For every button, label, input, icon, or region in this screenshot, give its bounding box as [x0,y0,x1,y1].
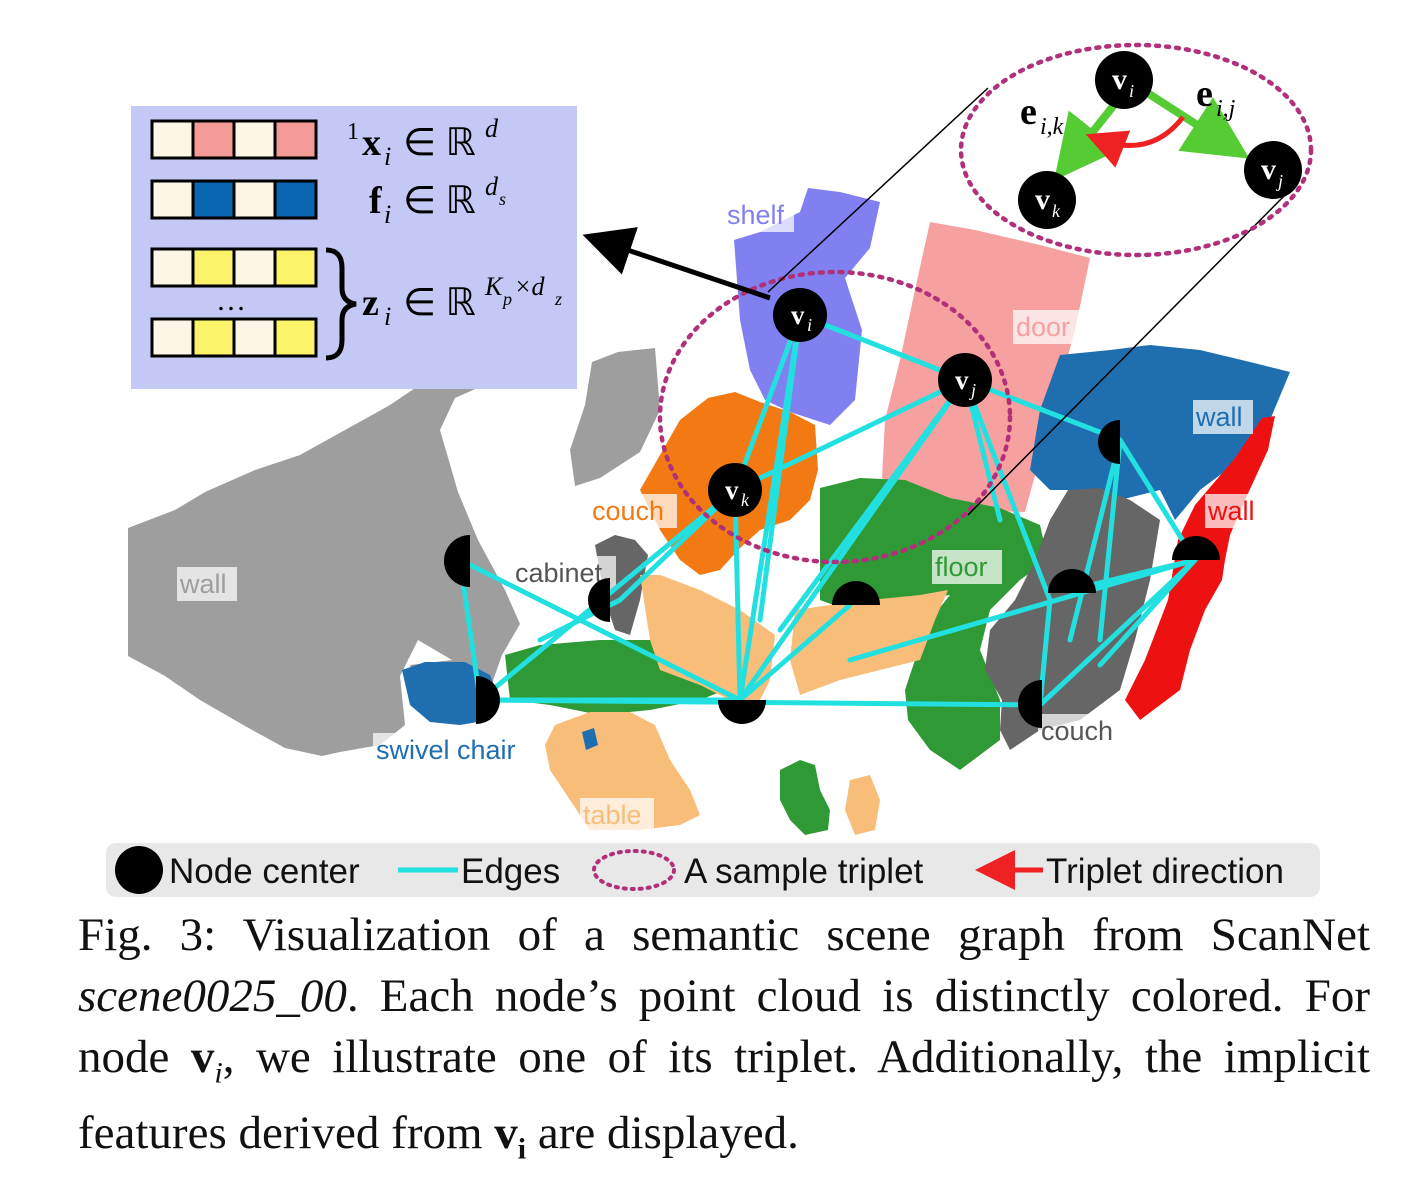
node-center-couch-bottom [1018,680,1042,728]
node-center-swivel-chair [476,676,500,724]
legend-node-center: Node center [169,852,360,891]
floor-bottom-region [780,760,830,835]
node-centers [444,420,1220,728]
node-vj: v j [938,353,992,407]
table-right-region [790,590,948,695]
svg-text:v: v [1112,63,1127,96]
region-labels: shelf door wall wall couch cabinet floor… [177,198,1265,832]
edge-label-ik: e i,k [1020,91,1064,140]
label-couch-gray: couch [1041,716,1113,746]
features-panel: … 1 x i ∈ ℝ d f i ∈ ℝ d s z i ∈ ℝ K p ×d… [131,106,577,389]
svg-text:j: j [1276,171,1283,191]
label-wall-red: wall [1207,496,1255,526]
swivel-chair-small-region [582,728,598,750]
legend-node-icon [115,846,163,894]
svg-text:v: v [725,475,739,505]
f-feature-label: f i ∈ ℝ d s [369,172,506,229]
label-wall-blue: wall [1195,402,1243,432]
svg-text:j: j [969,380,976,400]
scene-graph-figure: shelf door wall wall couch cabinet floor… [106,42,1320,897]
rows-ellipsis: … [216,284,246,317]
label-couch-orange: couch [592,496,664,526]
label-cabinet: cabinet [515,558,603,588]
brace [325,247,357,361]
node-center-table [718,700,766,724]
gray-wall-region [128,318,552,756]
label-door: door [1016,312,1070,342]
node-vk: v k [708,463,762,517]
node-vi: v i [773,288,827,342]
x-feature-label: 1 x i ∈ ℝ d [347,114,499,171]
label-swivel-chair: swivel chair [376,735,516,765]
red-wall-region [1125,416,1275,720]
legend-triplet-icon [592,849,676,891]
figure-caption: Fig. 3: Visualization of a semantic scen… [78,909,1371,1166]
edge-label-ij: e i,j [1196,73,1236,122]
svg-text:k: k [741,490,750,510]
blue-wall-region [1030,345,1290,520]
zoom-line-right [967,189,1291,516]
node-center-floor [832,581,880,605]
z-feature-label: z i ∈ ℝ K p ×d z [362,272,562,331]
svg-text:v: v [1035,183,1050,216]
node-center-cabinet [588,578,610,622]
legend-triplet-direction: Triplet direction [1046,852,1284,891]
legend-sample-triplet: A sample triplet [684,852,924,891]
node-center-gray-wall [444,535,470,587]
feature-arrow [582,227,771,301]
svg-text:v: v [1261,153,1276,186]
svg-text:k: k [1052,201,1061,221]
label-wall-gray: wall [179,569,227,599]
node-center-couch-gray [1048,569,1096,593]
node-center-red-wall [1172,536,1220,560]
svg-text:v: v [955,365,969,395]
legend-edges: Edges [461,852,560,891]
svg-text:i: i [1129,81,1134,101]
label-floor: floor [935,552,988,582]
label-table: table [583,800,642,830]
node-center-blue-wall [1098,420,1120,464]
table-small-region [845,775,880,835]
zoom-line-left [767,87,989,293]
legend: Node center Edges A sample triplet Tripl… [106,843,1320,897]
label-shelf: shelf [727,200,785,230]
gray-wall-upper-region [570,348,660,486]
triplet-zoom: v i v k v j e i,k e i,j [958,42,1314,258]
svg-text:i: i [807,315,812,335]
svg-text:v: v [791,300,805,330]
sample-triplet-ellipse [657,269,1013,565]
